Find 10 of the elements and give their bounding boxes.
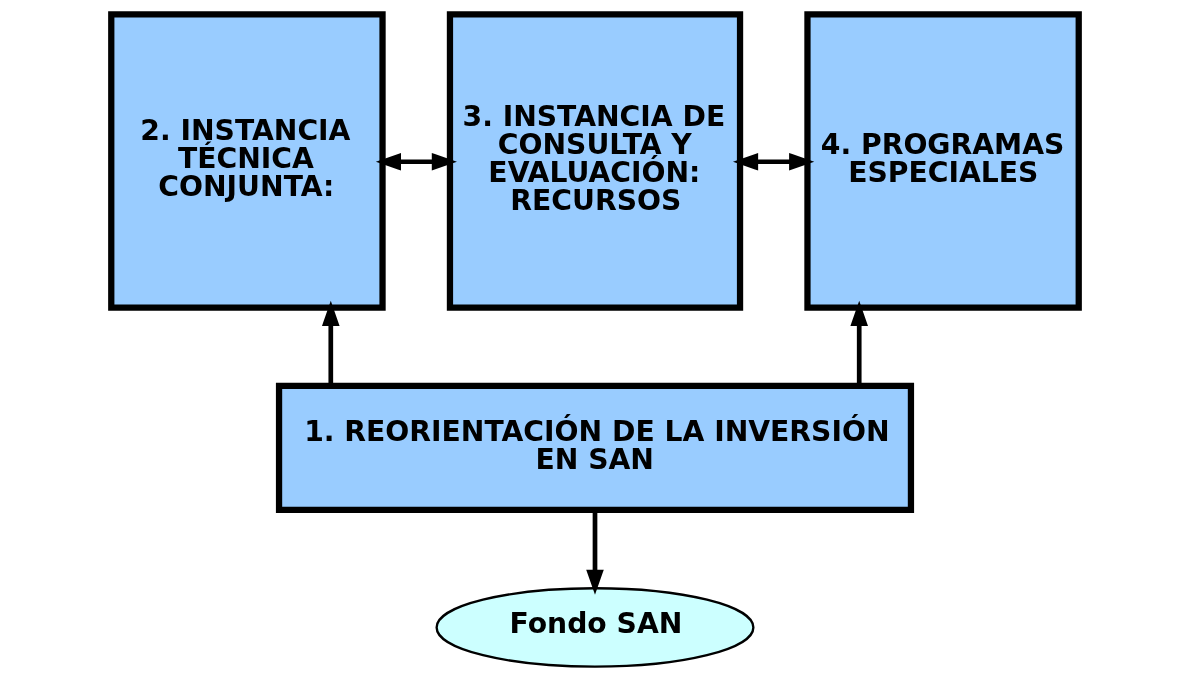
- node-box: 4. PROGRAMAS ESPECIALES: [803, 11, 1082, 311]
- node-box: 1. REORIENTACIÓN DE LA INVERSIÓN EN SAN: [275, 382, 914, 513]
- arrow: [849, 300, 868, 386]
- arrow: [732, 152, 814, 171]
- node-box: 2. INSTANCIA TÉCNICA CONJUNTA:: [107, 11, 386, 311]
- arrow: [321, 300, 340, 386]
- node-box: 3. INSTANCIA DE CONSULTA Y EVALUACIÓN: RECURSOS: [446, 11, 743, 311]
- arrow: [375, 152, 457, 171]
- node-ellipse: Fondo SAN: [434, 587, 755, 668]
- arrow: [585, 510, 604, 595]
